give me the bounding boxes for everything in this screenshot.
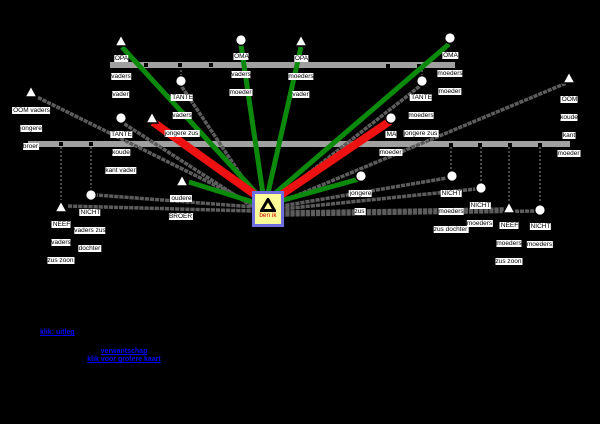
- generation-bar-grandparents: [110, 62, 455, 68]
- edge-neef-moeders-zus-zoon: [280, 207, 506, 214]
- node-oom-koude-kant-moeder[interactable]: [561, 70, 577, 84]
- node-pa[interactable]: [144, 110, 160, 124]
- edge-opa-vaders-vader: [120, 45, 261, 198]
- label-oma-vaders-moeder: OMA vaders moeder: [229, 45, 253, 99]
- node-opa-moeders-vader[interactable]: [293, 33, 309, 47]
- node-nicht-vaders-zus-dochter[interactable]: [84, 188, 97, 201]
- label-text: NICHT vaders zus dochter: [74, 209, 106, 252]
- male-triangle-icon: [260, 198, 276, 213]
- edge-oma-moeders-moeder: [271, 42, 451, 197]
- edge-neef-vaders-zus-zoon: [64, 204, 256, 213]
- ben-ik-node[interactable]: ben ik: [252, 191, 284, 227]
- label-text: OMA moeders moeder: [437, 52, 463, 95]
- label-text: OPA vaders vader: [111, 55, 131, 98]
- label-text: OPA moeders vader: [288, 55, 314, 98]
- node-nicht-moeders-1[interactable]: [475, 181, 488, 194]
- node-nicht-moeders-2[interactable]: [534, 203, 547, 216]
- ben-ik-label: ben ik: [259, 212, 277, 220]
- node-jongere-zus[interactable]: [355, 169, 368, 182]
- edge-oma-vaders-moeder: [238, 44, 266, 195]
- label-jongere-zus: jongere zus: [348, 182, 372, 218]
- node-tante-vaders-jongere-zus[interactable]: [174, 74, 187, 87]
- label-opa-vaders-vader: OPA vaders vader: [111, 47, 131, 101]
- node-oma-vaders-moeder[interactable]: [234, 34, 247, 47]
- label-text: NEEF vaders zus zoon: [47, 221, 75, 264]
- label-neef-moeders-zus-zoon: NEEF moeders zus zoon: [495, 214, 523, 268]
- footer-link-1[interactable]: klik: uitleg: [40, 329, 75, 336]
- node-neef-vaders-zus-zoon[interactable]: [53, 199, 69, 213]
- label-neef-vaders-zus-zoon: NEEF vaders zus zoon: [47, 213, 75, 267]
- label-text: NICHT moeders zus dochter: [433, 190, 469, 233]
- label-text: TANTE moeders jongere zus: [403, 94, 439, 137]
- generation-bar-parents: [28, 141, 570, 147]
- label-nicht-moeders-2: NICHT moeders: [526, 215, 554, 251]
- footer-link-2[interactable]: verwantschap klik voor grotere kaart: [87, 348, 161, 364]
- label-tante-koude-kant-vader: TANTE koude kant vader: [105, 123, 137, 177]
- label-text: OOM koude kant moeder: [557, 96, 581, 157]
- bar-junction-dots: [59, 63, 542, 147]
- edge-oom-koude-kant-moeder: [278, 81, 567, 205]
- label-oom-vaders-jongere-broer: OOM vaders jongere broer: [12, 99, 50, 153]
- label-text: TANTE koude kant vader: [105, 131, 137, 174]
- label-tante-vaders-jongere-zus: TANTE vaders jongere zus: [164, 86, 200, 140]
- node-nicht-moeders-zus-dochter[interactable]: [446, 169, 459, 182]
- label-oudere-broer: oudere BROER: [168, 187, 194, 223]
- edge-ma-moeder: [272, 117, 393, 203]
- label-nicht-moeders-1: NICHT moeders: [466, 194, 494, 230]
- edge-oom-vaders-jongere-broer: [34, 94, 258, 208]
- label-text: NEEF moeders zus zoon: [495, 222, 523, 265]
- edge-nicht-moeders-2: [280, 209, 537, 217]
- label-text: OMA vaders moeder: [229, 53, 253, 96]
- label-oma-moeders-moeder: OMA moeders moeder: [437, 44, 463, 98]
- label-oom-koude-kant-moeder: OOM koude kant moeder: [554, 88, 585, 160]
- node-neef-moeders-zus-zoon[interactable]: [501, 200, 517, 214]
- node-opa-vaders-vader[interactable]: [113, 33, 129, 47]
- label-text: oudere BROER: [168, 195, 194, 220]
- label-text: jongere zus: [348, 190, 372, 215]
- node-tante-moeders-jongere-zus[interactable]: [416, 74, 429, 87]
- node-oudere-broer[interactable]: [174, 173, 190, 187]
- edge-oudere-broer: [188, 179, 257, 206]
- edge-nicht-vaders-zus-dochter: [94, 193, 256, 209]
- label-ma-moeder: MA moeder: [379, 123, 403, 159]
- label-opa-moeders-vader: OPA moeders vader: [288, 47, 314, 101]
- label-text: TANTE vaders jongere zus: [164, 94, 200, 137]
- label-nicht-vaders-zus-dochter: NICHT vaders zus dochter: [74, 201, 106, 255]
- node-oom-vaders-jongere-broer[interactable]: [23, 84, 39, 98]
- label-nicht-moeders-zus-dochter: NICHT moeders zus dochter: [433, 182, 469, 236]
- edge-opa-moeders-vader: [265, 46, 304, 194]
- label-tante-moeders-jongere-zus: TANTE moeders jongere zus: [403, 86, 439, 140]
- label-text: NICHT moeders: [466, 202, 494, 227]
- node-ma-moeder[interactable]: [385, 111, 398, 124]
- node-tante-koude-kant-vader[interactable]: [114, 111, 127, 124]
- label-text: NICHT moeders: [526, 223, 554, 248]
- label-text: OOM vaders jongere broer: [12, 107, 50, 150]
- edge-jongere-zus: [279, 176, 360, 204]
- node-oma-moeders-moeder[interactable]: [444, 32, 457, 45]
- label-text: MA moeder: [379, 131, 403, 156]
